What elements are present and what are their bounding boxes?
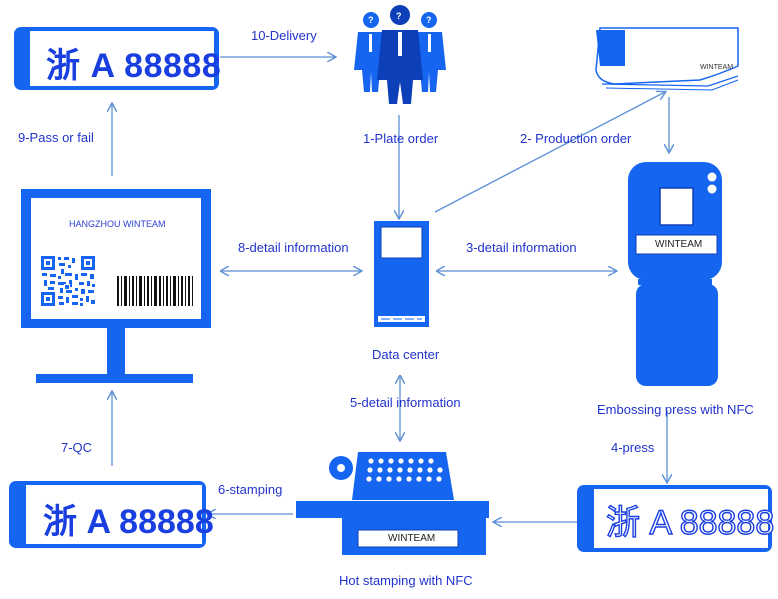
data-center-server xyxy=(374,221,429,327)
plate-bottom-left xyxy=(9,481,206,548)
customers-icon: ? ? ? xyxy=(354,5,446,104)
plate-text-bottom: 浙 A 88888 xyxy=(43,503,214,541)
label-stamping: 6-stamping xyxy=(218,482,283,497)
svg-text:?: ? xyxy=(396,11,402,21)
qr-code-icon xyxy=(41,256,95,306)
barcode-icon xyxy=(117,276,193,306)
arrow-production-order xyxy=(434,92,665,213)
qc-monitor xyxy=(21,189,211,383)
label-hot-stamping: Hot stamping with NFC xyxy=(339,573,473,588)
printer-brand: WINTEAM xyxy=(700,64,734,71)
svg-text:?: ? xyxy=(368,15,374,25)
monitor-header: HANGZHOU WINTEAM xyxy=(69,219,166,229)
plate-text-embossed: 浙 A 88888 xyxy=(605,503,775,542)
label-data-center: Data center xyxy=(372,347,440,362)
label-detail-8: 8-detail information xyxy=(238,240,349,255)
label-press: 4-press xyxy=(611,440,655,455)
label-qc: 7-QC xyxy=(61,440,93,455)
plate-embossed xyxy=(577,485,772,552)
hot-stamping-machine xyxy=(296,452,489,555)
press-brand: WINTEAM xyxy=(655,239,703,250)
label-production-order: 2- Production order xyxy=(520,131,632,146)
label-embossing-press: Embossing press with NFC xyxy=(597,402,754,417)
plate-text-top: 浙 A 88888 xyxy=(46,47,222,85)
label-pass-fail: 9-Pass or fail xyxy=(18,130,94,145)
plate-top-left xyxy=(14,27,219,90)
stamper-brand: WINTEAM xyxy=(388,533,436,544)
label-detail-5: 5-detail information xyxy=(350,395,461,410)
svg-text:?: ? xyxy=(426,15,432,25)
label-plate-order: 1-Plate order xyxy=(363,131,439,146)
label-detail-3: 3-detail information xyxy=(466,240,577,255)
order-printer xyxy=(595,27,739,91)
label-delivery: 10-Delivery xyxy=(251,28,317,43)
embossing-press xyxy=(628,162,722,386)
